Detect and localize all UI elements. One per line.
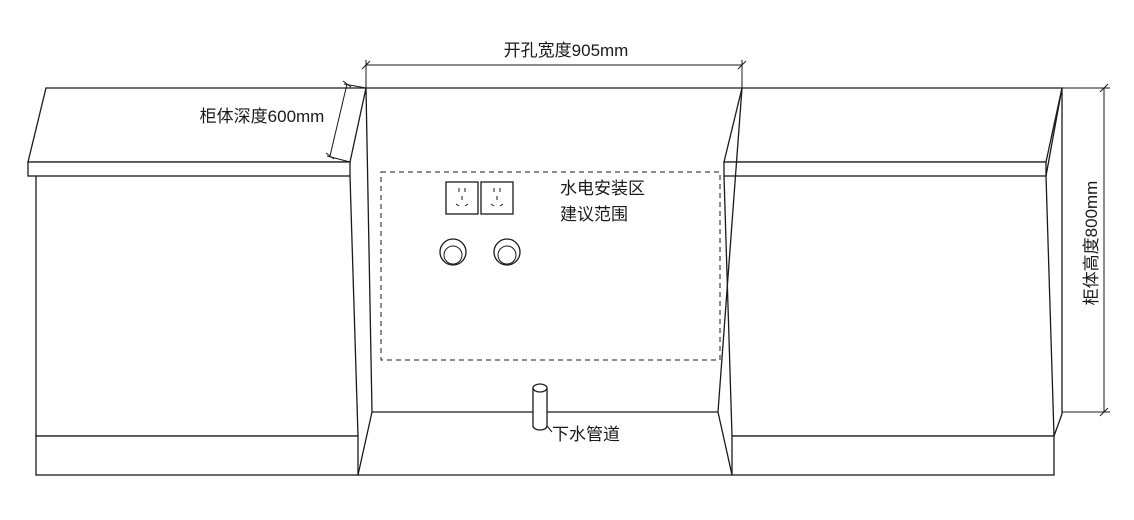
- install-zone-boundary: [380, 171, 721, 361]
- power-outlet-icon: [445, 181, 479, 215]
- opening-width-label: 开孔宽度905mm: [504, 41, 629, 60]
- water-valve-icon: [493, 238, 521, 266]
- drain-pipe-label: 下水管道: [552, 425, 620, 444]
- drain-pipe-icon: [532, 383, 553, 433]
- install-zone-label-line1: 水电安装区: [560, 179, 645, 198]
- right-cabinet: [723, 87, 1063, 476]
- opening-recess: [357, 87, 743, 476]
- cabinet-depth-dimension: [325, 80, 367, 163]
- install-zone-label-line2: 建议范围: [560, 205, 628, 224]
- water-valve-icon: [439, 238, 467, 266]
- cabinet-depth-label: 柜体深度600mm: [200, 107, 325, 126]
- cabinet-height-dimension: [1062, 83, 1110, 417]
- opening-width-dimension: [361, 60, 747, 90]
- left-cabinet: [27, 87, 367, 476]
- power-outlet-icon: [480, 181, 514, 215]
- cabinet-height-label: 柜体高度800mm: [1082, 181, 1101, 306]
